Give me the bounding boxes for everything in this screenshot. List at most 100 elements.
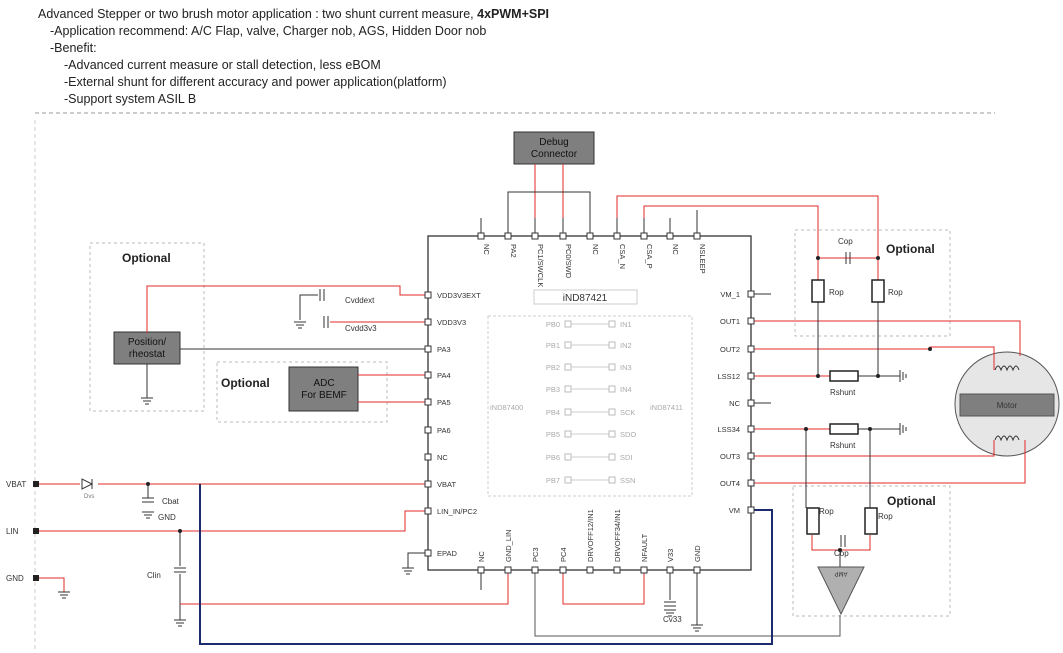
top-pin-label: NC [591,244,600,255]
header-line-1: Advanced Stepper or two brush motor appl… [38,7,550,21]
right-pin-label: OUT3 [720,452,740,461]
top-pin-pad [613,232,621,240]
rop-bot-right-label: Rop [878,512,893,521]
left-pin-pad [424,345,432,353]
port-terminal [33,528,39,534]
right-pin-pad [747,399,755,407]
top-pin-label: CSA_P [645,244,654,269]
junction-dot [838,548,842,552]
right-pin-label: LSS34 [717,425,740,434]
inner-right-pin-label: SDO [620,430,636,439]
left-pin-label: VDD3V3 [437,318,466,327]
dvs-label: Dvs [84,494,94,500]
optional-label-2: Optional [221,376,270,390]
wire-lin [36,510,425,532]
inner-left-pin-pad [564,320,572,328]
chip-name: iND87421 [563,293,608,304]
bottom-pin-label: NC [477,551,486,562]
amp-label: AMP [834,570,847,576]
inner-left-pin-pad [564,385,572,393]
dvs-diode [81,478,94,490]
inner-left-pin-pad [564,476,572,484]
cvddext-label: Cvddext [345,296,375,305]
right-pin-pad [747,506,755,514]
inner-right-pin-pad [608,320,616,328]
bottom-pin-pad [504,566,512,574]
left-pin-pad [424,549,432,557]
inner-left-pin-pad [564,363,572,371]
header-line-5: -External shunt for different accuracy a… [64,75,447,89]
left-pin-pad [424,318,432,326]
chip-name-box [533,289,638,305]
left-pin-label: PA3 [437,345,451,354]
cvdd3v3-label: Cvdd3v3 [345,324,377,333]
debug-connector-block [513,131,595,165]
port-gnd-label: GND [6,574,24,583]
junction-dot [816,374,820,378]
inner-right-pin-label: SDI [620,453,633,462]
optional-box-top-right [794,229,951,337]
top-pin-pad [666,232,674,240]
left-pin-pad [424,507,432,515]
wire-position-vdd [146,285,425,333]
wire-out1 [754,320,1021,356]
junction-dot [178,529,182,533]
top-pin-pad [640,232,648,240]
rop-bot-left [806,507,820,535]
left-pin-pad [424,398,432,406]
inner-left-pin-pad [564,408,572,416]
wire-cvddext-gnd [299,294,318,320]
wire-out2 [754,346,995,370]
bottom-pin-pad [531,566,539,574]
right-pin-label: NC [729,399,740,408]
bottom-pin-pad [559,566,567,574]
wire-epad [407,552,425,568]
top-pin-label: NC [482,244,491,255]
left-pin-label: PA4 [437,371,451,380]
inner-left-pin-label: PB5 [546,430,560,439]
bottom-pin-label: GND_LIN [504,529,513,562]
optional-label-4: Optional [887,494,936,508]
inner-right-pin-label: IN2 [620,341,632,350]
top-pin-pad [693,232,701,240]
rop-top-left [811,279,825,303]
inner-left-pin-label: PB0 [546,320,560,329]
junction-dot [876,374,880,378]
right-pin-label: OUT4 [720,479,740,488]
junction-dot [876,256,880,260]
left-pin-label: NC [437,453,448,462]
top-pin-label: PC1/SWCLK [536,244,545,287]
rop-bot-right [864,507,878,535]
rop-top-left-label: Rop [829,288,844,297]
top-pin-label: PC0/SWD [564,244,573,279]
rshunt-1 [829,370,859,382]
rop-bot-left-label: Rop [819,507,834,516]
inner-left-pin-label: PB7 [546,476,560,485]
left-pin-label: EPAD [437,549,457,558]
left-pin-label: LIN_IN/PC2 [437,507,477,516]
top-pin-label: NC [671,244,680,255]
gnd-text-label: GND [158,513,176,522]
motor-bar [959,393,1055,417]
bottom-pin-pad [477,566,485,574]
bottom-pin-label: NFAULT [640,533,649,562]
bottom-pin-label: DRVOFF34/IN1 [613,509,622,562]
optional-label-1: Optional [122,251,171,265]
header-line-2: -Application recommend: A/C Flap, valve,… [50,24,487,38]
rshunt-1-label: Rshunt [830,388,856,397]
inner-left-pin-pad [564,453,572,461]
inner-right-pin-label: IN4 [620,385,632,394]
rop-top-right [871,279,885,303]
optional-label-3: Optional [886,242,935,256]
top-pin-pad [559,232,567,240]
top-pin-pad [477,232,485,240]
amp-triangle [817,566,865,616]
optional-box-adc [216,361,388,423]
position-line-1: Position/ [128,337,167,348]
rshunt-2 [829,423,859,435]
left-pin-pad [424,371,432,379]
